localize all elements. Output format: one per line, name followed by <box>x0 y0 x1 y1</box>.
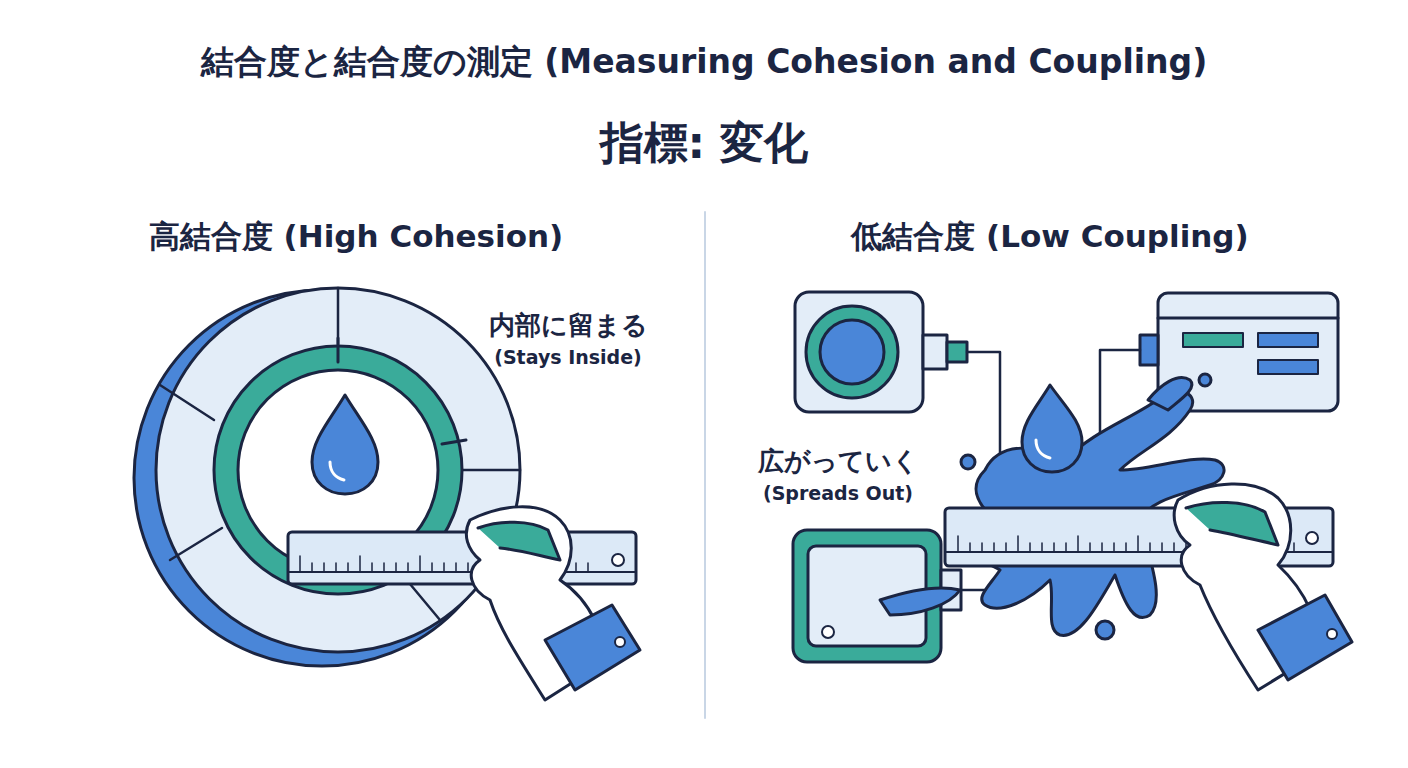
divider <box>704 212 706 718</box>
callout-label: (Spreads Out) <box>763 482 913 504</box>
water-drop <box>1022 385 1082 472</box>
callout-label: 内部に留まる <box>489 308 648 343</box>
callout-label: (Stays Inside) <box>494 346 642 368</box>
subtitle: 指標: 変化 <box>600 114 809 173</box>
callout-label: 広がっていく <box>758 444 919 479</box>
hand <box>1174 484 1352 690</box>
hand <box>466 507 640 700</box>
panel-heading: 低結合度 (Low Coupling) <box>851 216 1248 258</box>
title: 結合度と結合度の測定 (Measuring Cohesion and Coupl… <box>201 40 1207 85</box>
water-drop <box>312 395 378 494</box>
module <box>1140 293 1338 411</box>
ruler <box>288 532 636 584</box>
panel-heading: 高結合度 (High Cohesion) <box>149 216 563 258</box>
module <box>793 530 961 662</box>
cohesion-ring <box>134 288 520 666</box>
module <box>795 292 967 412</box>
